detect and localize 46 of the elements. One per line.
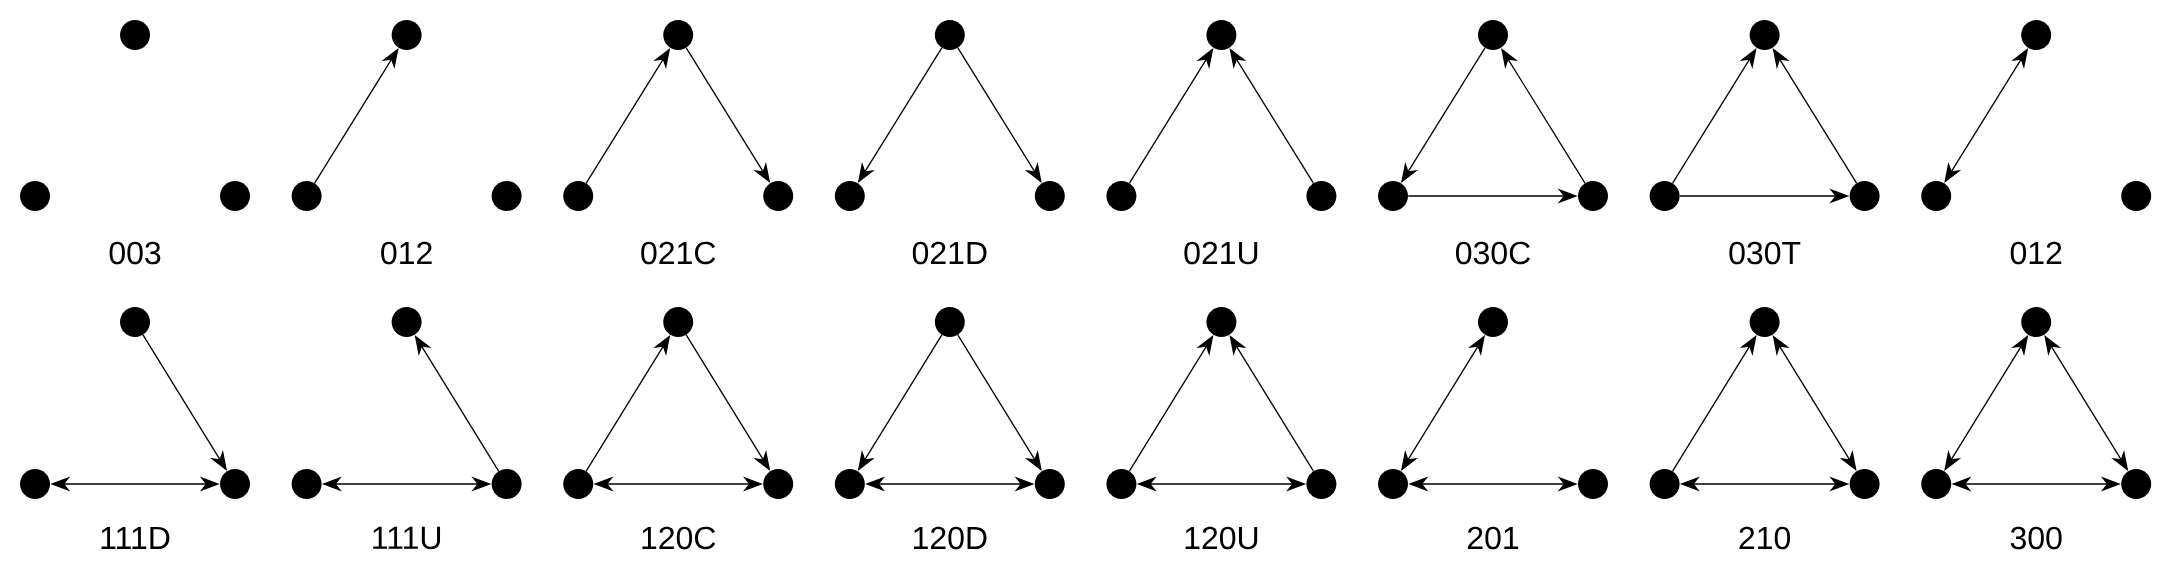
node-circle [1206,307,1237,337]
code-label: 111U [373,526,441,550]
code-label: 021C [641,241,716,265]
node-circle [120,20,151,50]
code-label: 021D [912,241,987,265]
node-circle [1749,307,1780,337]
node-circle [763,181,794,211]
node-circle [491,181,522,211]
code-label: 111D [101,527,170,549]
node-circle [934,307,965,337]
code-label: 201 [1467,526,1519,550]
node-circle [1478,20,1508,50]
node-circle [934,20,965,50]
code-label: 210 [1739,526,1791,550]
node-circle [2021,20,2052,50]
code-label: 030C [1456,241,1531,265]
node-circle [391,307,422,337]
node-circle [1034,181,1065,211]
code-label: 012 [381,241,432,265]
code-label: 300 [2010,526,2062,550]
node-circle [1749,20,1780,50]
node-circle [1206,20,1237,50]
node-circle [120,307,151,337]
code-label: 012 [2010,241,2062,265]
code-label: 120U [1185,526,1258,550]
code-label: 120D [914,526,987,550]
code-label: 120C [642,526,716,550]
node-circle [1478,307,1508,337]
node-circle [563,181,594,211]
node-circle [1306,181,1337,211]
node-circle [2021,307,2052,337]
node-circle [663,20,694,50]
node-circle [663,307,694,337]
node-circle [391,20,422,50]
node-circle [220,181,251,211]
code-label: 030T [1729,241,1801,265]
node-circle [2121,181,2152,211]
code-label: 021U [1184,241,1258,265]
node-circle [1649,181,1680,211]
node-circle [291,181,322,211]
code-label: 003 [109,241,161,265]
node-circle [1106,181,1137,211]
node-circle [1921,181,1952,211]
node-circle [834,181,865,211]
node-circle [1378,181,1408,211]
node-circle [20,181,51,211]
